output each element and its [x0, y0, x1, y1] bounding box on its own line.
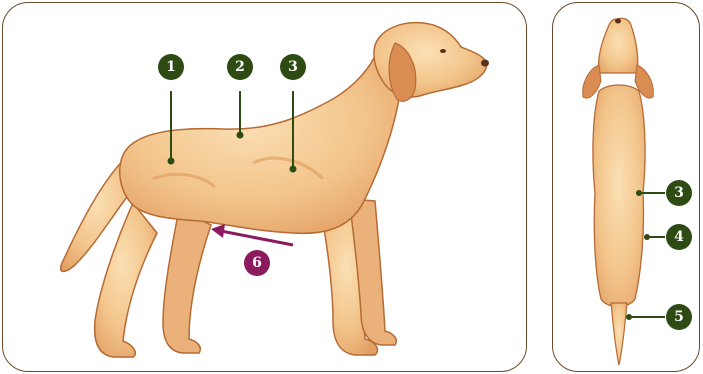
- top-view-illustration: 3 4 5: [582, 17, 692, 366]
- dog-hind-leg-far: [162, 207, 212, 354]
- dog-front-leg-far: [348, 198, 397, 346]
- top-marker-4-label: 4: [674, 229, 684, 245]
- dog-top-head: [597, 17, 639, 74]
- marker-2-label: 2: [235, 59, 245, 75]
- marker-3: 3: [280, 54, 306, 173]
- dog-top-body: [592, 84, 646, 308]
- dog-hind-leg: [93, 201, 158, 358]
- top-marker-5: 5: [626, 304, 692, 330]
- top-view-panel: 3 4 5: [552, 2, 700, 372]
- top-marker-3-label: 3: [674, 185, 684, 201]
- dog-top-ear-left: [582, 64, 602, 99]
- marker-2: 2: [227, 54, 253, 139]
- dog-body: [118, 45, 404, 235]
- marker-6-label: 6: [252, 255, 262, 271]
- side-view-illustration: 1 2 3 6: [59, 21, 489, 358]
- marker-1-label: 1: [166, 59, 176, 75]
- dog-top-tail: [610, 302, 628, 366]
- dog-tail: [59, 151, 140, 273]
- top-marker-4: 4: [644, 224, 692, 250]
- marker-1: 1: [158, 54, 184, 165]
- top-marker-5-label: 5: [674, 309, 684, 325]
- dog-nose: [481, 59, 489, 67]
- dog-eye: [440, 49, 446, 53]
- dog-top-ear-right: [634, 64, 654, 99]
- marker-3-label: 3: [288, 59, 298, 75]
- top-marker-3: 3: [636, 180, 692, 206]
- dog-ear: [388, 42, 417, 102]
- side-view-panel: 1 2 3 6: [2, 2, 527, 372]
- marker-6-arrow: 6: [211, 224, 294, 276]
